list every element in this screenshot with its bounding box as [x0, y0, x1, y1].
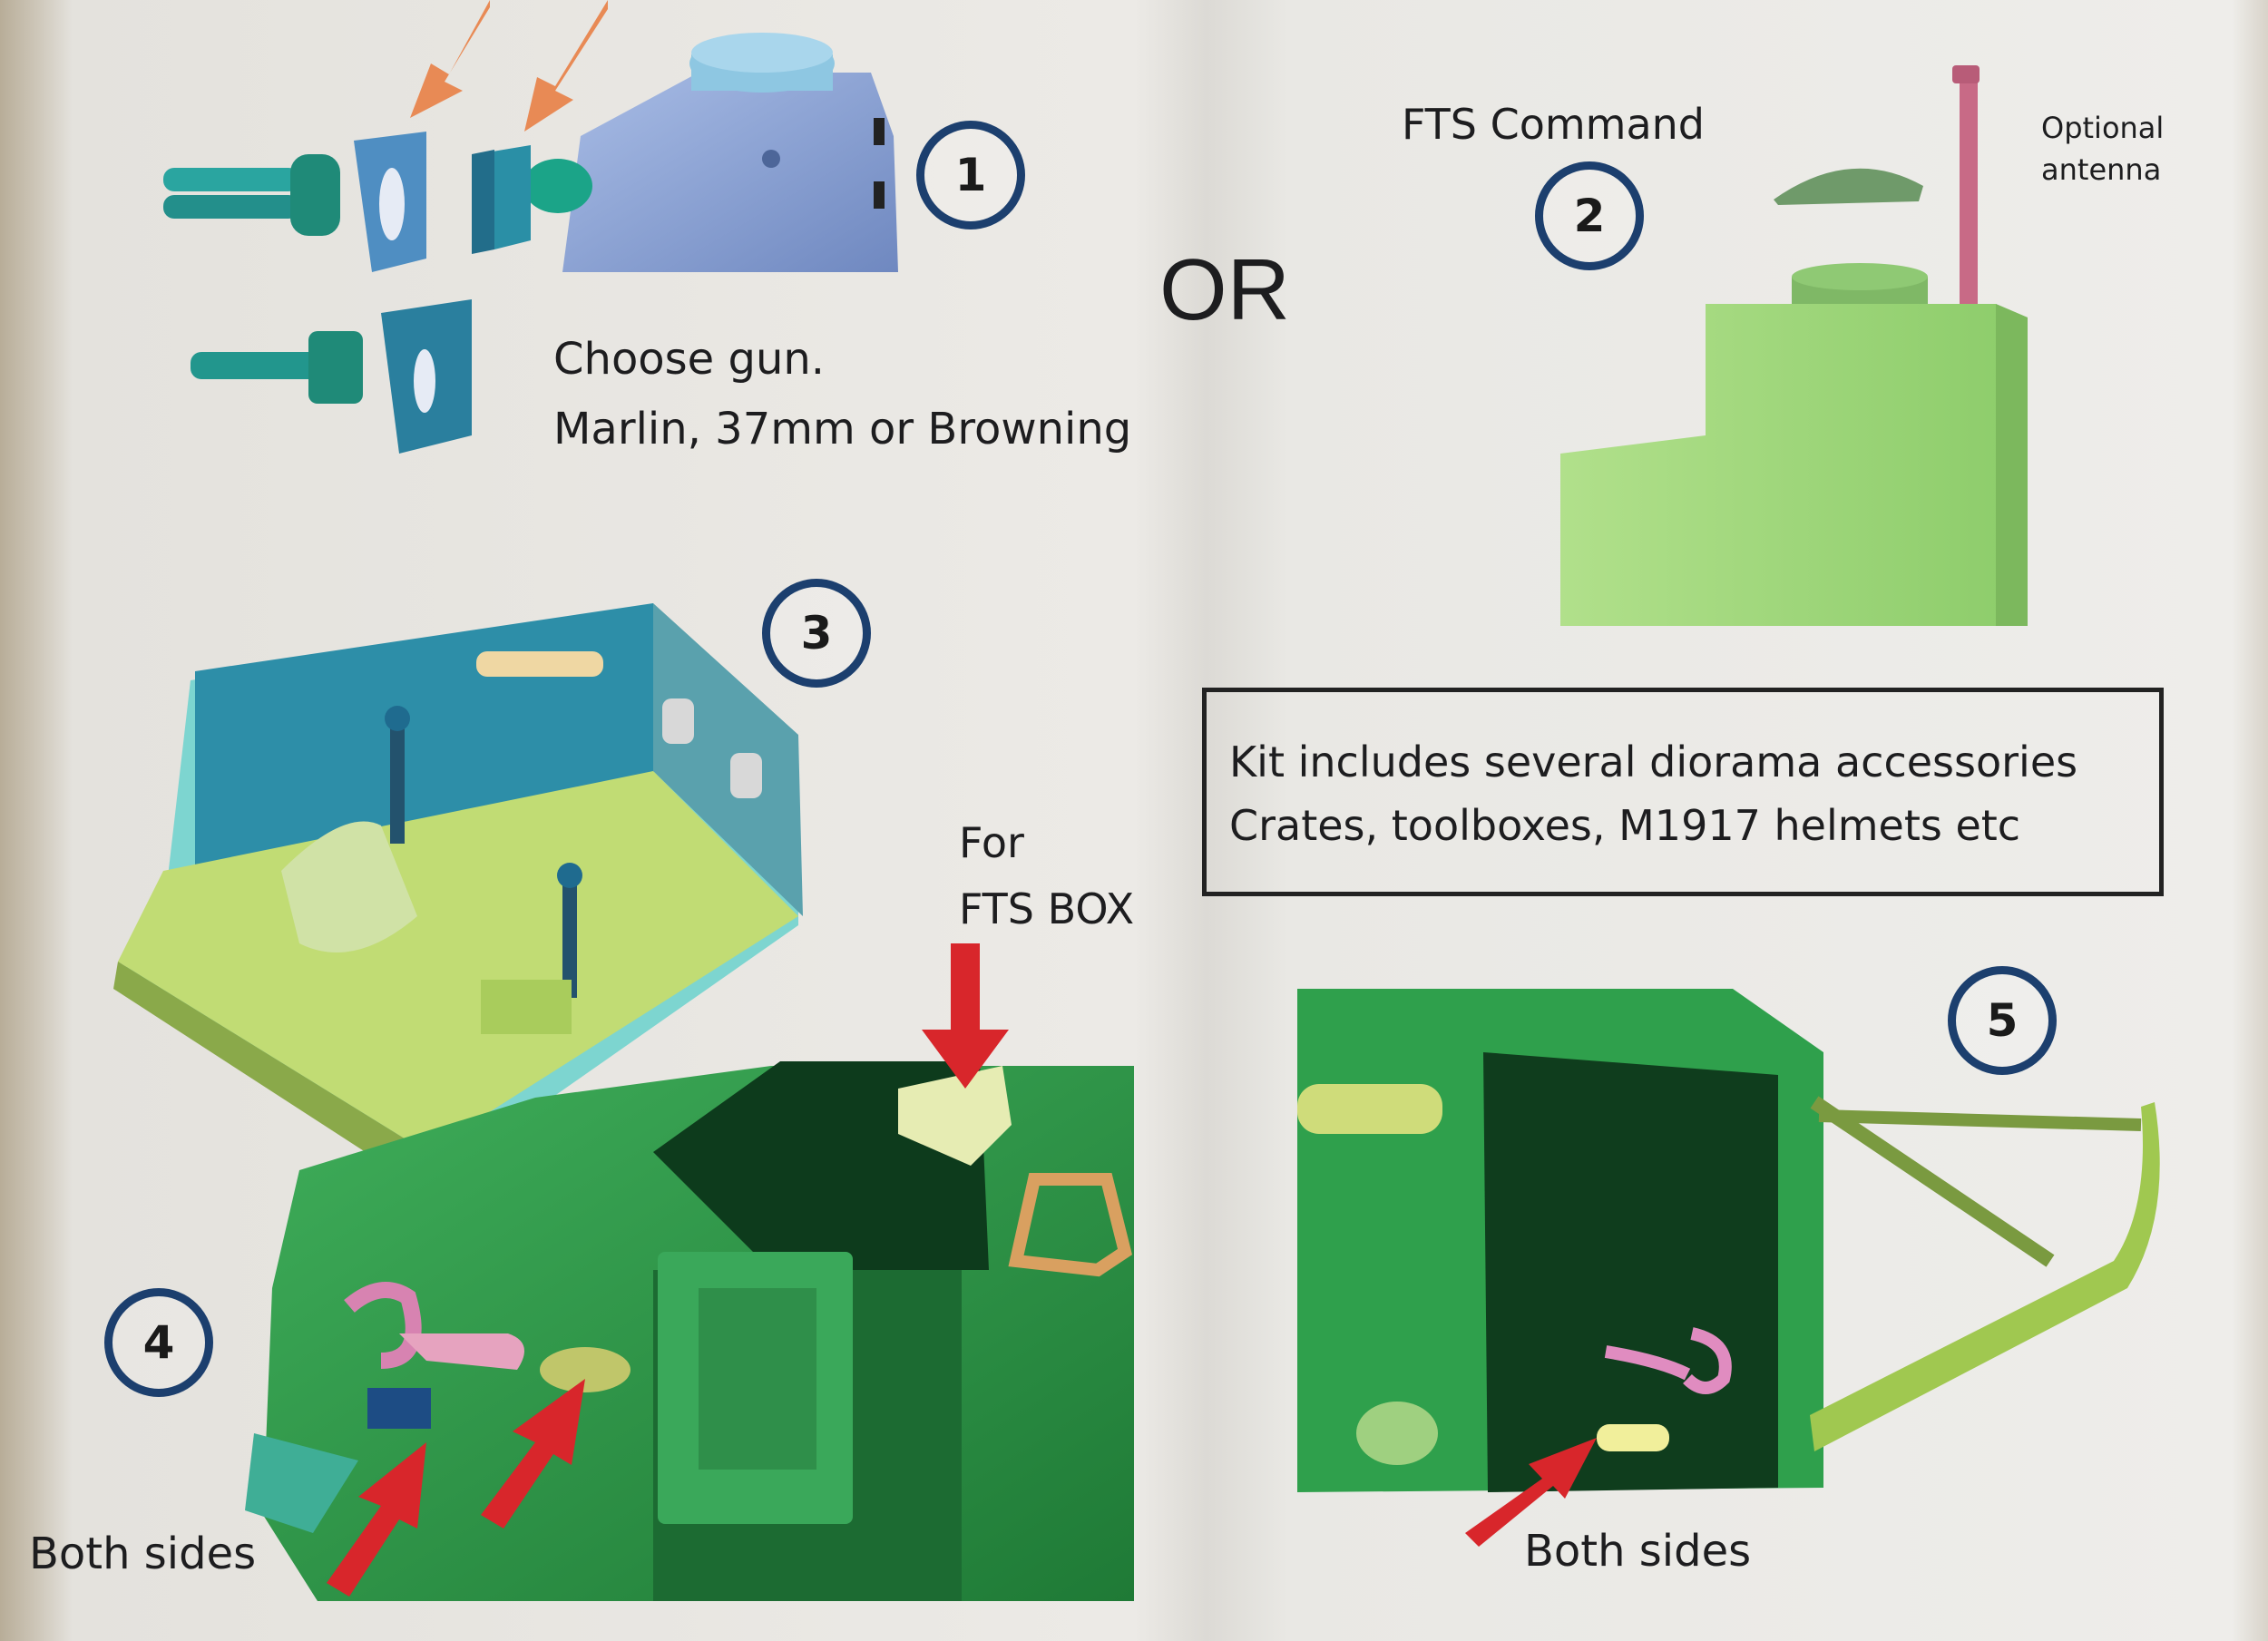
- step2-fts-illustration: [1560, 65, 2028, 626]
- note-line2: Crates, toolboxes, M1917 helmets etc: [1229, 801, 2021, 850]
- step-3-marker: 3: [762, 579, 871, 688]
- antenna-label-line1: Optional: [2041, 111, 2165, 145]
- fts-box-label-line2: FTS BOX: [959, 884, 1135, 933]
- step2-title: FTS Command: [1402, 100, 1705, 149]
- step-5-number: 5: [1986, 994, 2019, 1047]
- step1-caption-line2: Marlin, 37mm or Browning: [553, 404, 1132, 454]
- step-1-marker: 1: [916, 121, 1025, 230]
- step-3-number: 3: [800, 607, 833, 659]
- step1-caption-line1: Choose gun.: [553, 334, 826, 385]
- note-line1: Kit includes several diorama accessories: [1229, 737, 2078, 786]
- step4-hull-illustration: [245, 943, 1134, 1601]
- step-1-number: 1: [954, 149, 987, 201]
- fts-box-label-line1: For: [959, 818, 1024, 867]
- step-2-marker: 2: [1535, 161, 1644, 270]
- antenna-label-line2: antenna: [2041, 152, 2162, 187]
- step4-both-sides-label: Both sides: [29, 1529, 257, 1579]
- accessories-note-box: Kit includes several diorama accessories…: [1202, 688, 2164, 896]
- step-4-marker: 4: [104, 1288, 213, 1397]
- step1-turret-illustration: [163, 0, 898, 454]
- or-label: OR: [1159, 241, 1290, 338]
- step3-interior-illustration: [113, 603, 803, 1197]
- step-2-number: 2: [1573, 190, 1606, 242]
- step5-both-sides-label: Both sides: [1524, 1526, 1752, 1577]
- step-4-number: 4: [142, 1316, 175, 1369]
- step5-tail-illustration: [1297, 989, 2160, 1547]
- step-5-marker: 5: [1948, 966, 2057, 1075]
